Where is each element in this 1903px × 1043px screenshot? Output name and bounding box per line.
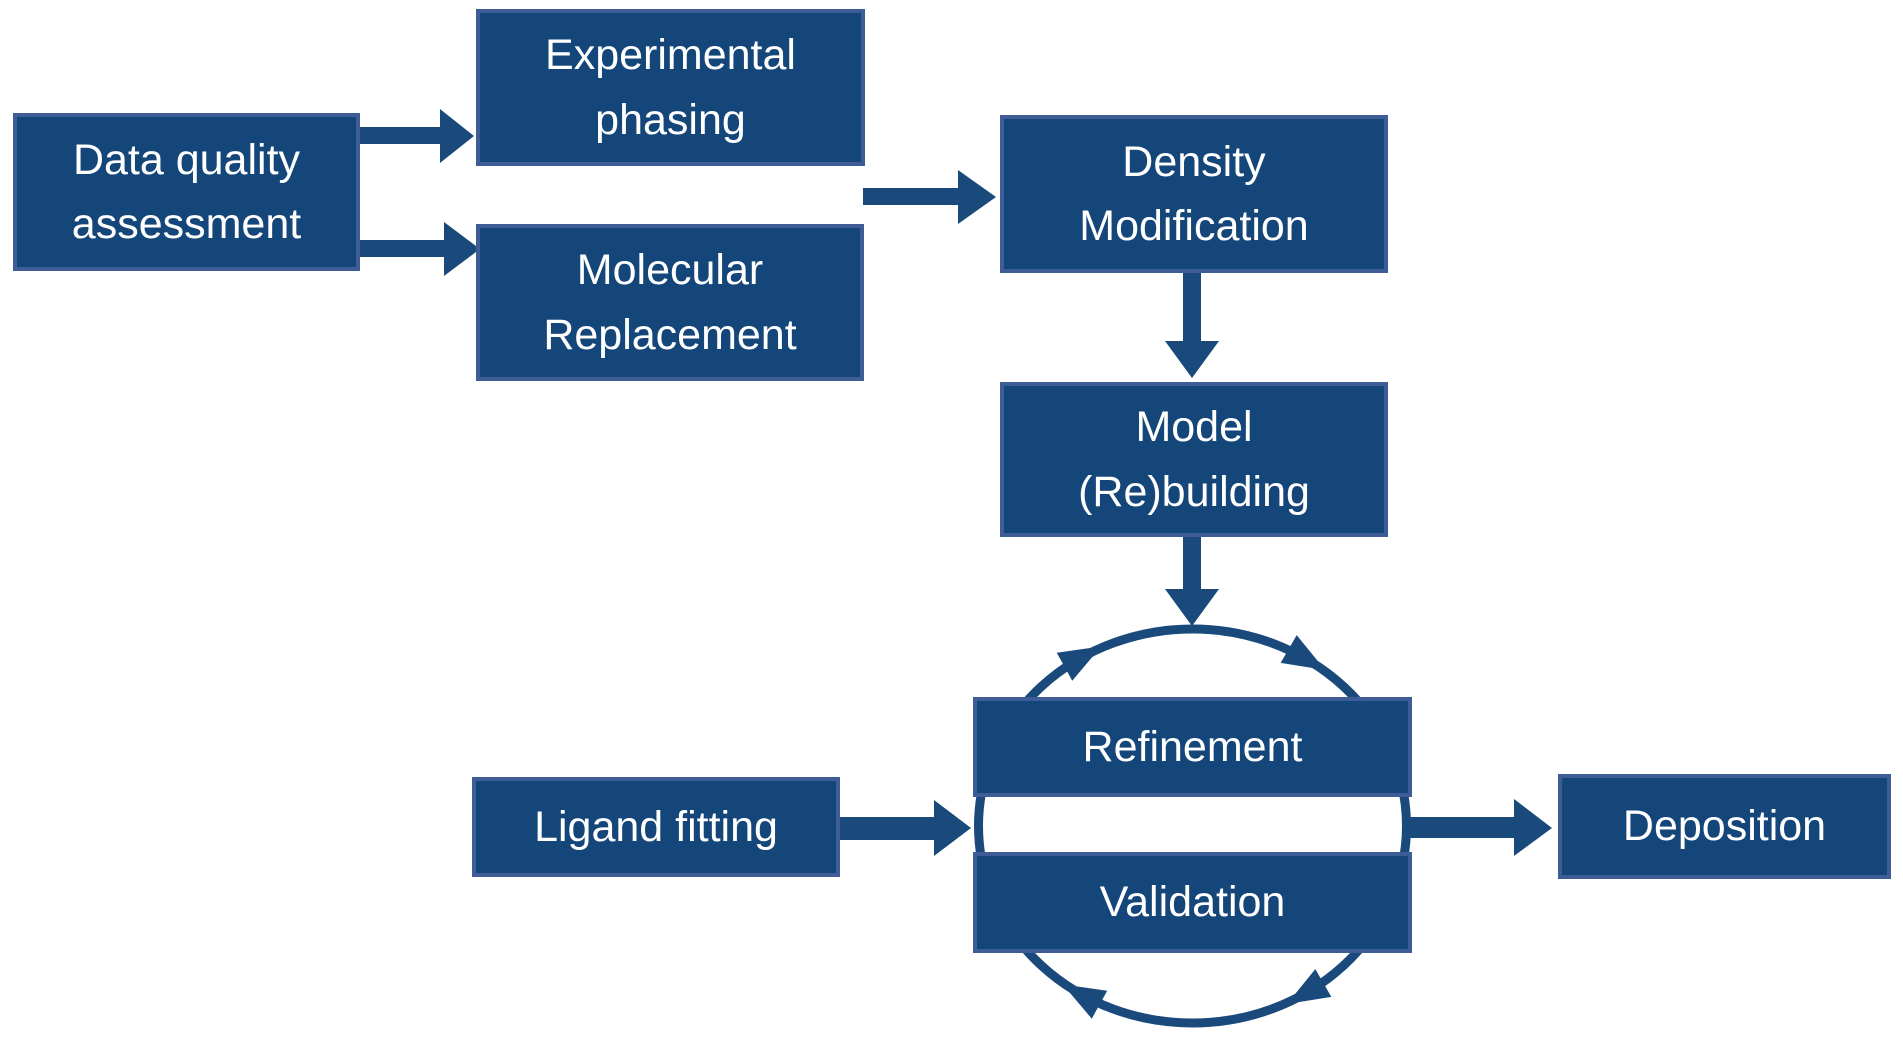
arrow-data-quality-to-experimental-phasing xyxy=(360,109,474,163)
box-validation: Validation xyxy=(973,852,1412,953)
refinement-validation-cycle-ring xyxy=(974,624,1411,1028)
cycle-arrowhead-top-left xyxy=(1056,646,1102,681)
box-label-line: Molecular xyxy=(576,246,764,294)
arrow-cycle-to-deposition xyxy=(1408,799,1552,856)
box-molecular-replacement: Molecular Replacement xyxy=(476,224,864,381)
cycle-arrowhead-top-right xyxy=(1280,635,1326,670)
box-label-line: Replacement xyxy=(543,310,797,359)
box-label-line: Experimental xyxy=(545,31,796,79)
arrow-phasing-to-density-modification xyxy=(863,170,996,224)
cycle-arrowhead-bottom-right xyxy=(1286,969,1332,1004)
box-experimental-phasing: Experimental phasing xyxy=(476,9,865,166)
box-label-line: Ligand fitting xyxy=(534,802,778,851)
box-label-line: Modification xyxy=(1079,202,1309,250)
box-refinement: Refinement xyxy=(973,697,1412,797)
box-label-line: phasing xyxy=(595,95,746,144)
box-label-line: Deposition xyxy=(1622,802,1827,851)
cycle-arrowhead-bottom-left xyxy=(1062,984,1108,1019)
box-label-line: Model xyxy=(1135,403,1253,451)
box-model-rebuilding: Model (Re)building xyxy=(1000,382,1388,537)
box-label-line: Data quality xyxy=(72,135,301,184)
arrow-model-rebuilding-to-cycle xyxy=(1165,537,1219,626)
arrow-ligand-fitting-to-cycle xyxy=(840,800,971,856)
box-deposition: Deposition xyxy=(1558,774,1891,879)
box-label-line: Density xyxy=(1122,137,1266,186)
box-ligand-fitting: Ligand fitting xyxy=(472,777,840,877)
box-label-line: Validation xyxy=(1099,878,1286,927)
arrow-density-modification-to-model-rebuilding xyxy=(1165,273,1219,378)
box-density-modification: Density Modification xyxy=(1000,115,1388,273)
box-label-line: Refinement xyxy=(1082,722,1303,771)
box-label-line: (Re)building xyxy=(1078,467,1310,516)
box-data-quality-assessment: Data quality assessment xyxy=(13,113,360,271)
box-label-line: assessment xyxy=(71,200,302,248)
arrow-data-quality-to-molecular-replacement xyxy=(360,222,480,276)
